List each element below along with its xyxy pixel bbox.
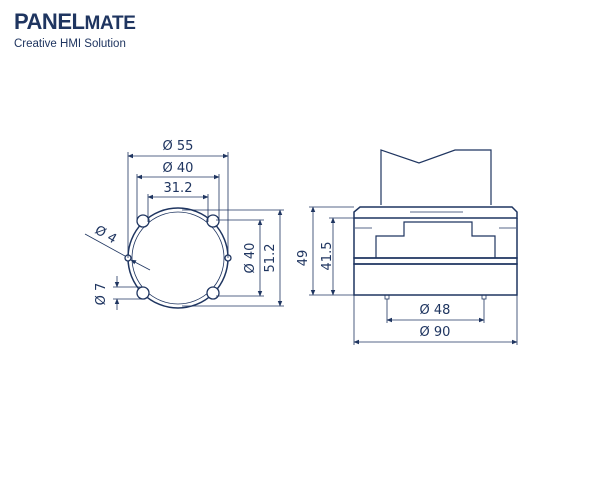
dim-label-hole-spacing: 31.2 bbox=[164, 181, 193, 196]
mount-hole-bottom-right bbox=[206, 286, 220, 300]
side-view: 49 41.5 Ø 48 Ø 90 bbox=[296, 149, 518, 345]
front-view: Ø 55 Ø 40 31.2 Ø 4 Ø 7 Ø 40 51.2 bbox=[84, 139, 284, 310]
logo-wordmark: PANELMATE bbox=[14, 11, 136, 35]
dim-label-height: 51.2 bbox=[263, 244, 278, 273]
dim-label-total-height: 49 bbox=[296, 250, 311, 267]
mount-hole-top-left bbox=[136, 214, 150, 228]
dim-label-mid: Ø 40 bbox=[163, 161, 194, 176]
dim-label-body-height: 41.5 bbox=[320, 242, 335, 271]
leader-small-hole-b bbox=[130, 259, 151, 271]
logo-tagline: Creative HMI Solution bbox=[14, 38, 126, 50]
mount-hole-bottom-left bbox=[136, 286, 150, 300]
logo-word-mate: MATE bbox=[84, 13, 136, 34]
dim-label-mount-hole: Ø 7 bbox=[94, 283, 109, 306]
dim-label-inner-vertical: Ø 40 bbox=[243, 243, 258, 274]
brand-logo: PANELMATE Creative HMI Solution bbox=[14, 11, 136, 51]
leader-small-hole-a bbox=[84, 233, 126, 257]
logo-word-panel: PANEL bbox=[14, 9, 85, 34]
dim-label-small-hole: Ø 4 bbox=[92, 223, 119, 247]
inner-recess bbox=[375, 221, 496, 258]
front-inner-circle bbox=[131, 211, 225, 305]
upper-body bbox=[353, 218, 518, 259]
dim-label-inner-width: Ø 48 bbox=[420, 303, 451, 318]
shaft-outline bbox=[380, 149, 492, 205]
top-flange bbox=[353, 206, 518, 219]
mount-hole-top-right bbox=[206, 214, 220, 228]
base-plate bbox=[353, 257, 518, 265]
dim-label-total-width: Ø 90 bbox=[420, 325, 451, 340]
dim-label-outer: Ø 55 bbox=[163, 139, 194, 154]
lower-body bbox=[353, 263, 518, 296]
